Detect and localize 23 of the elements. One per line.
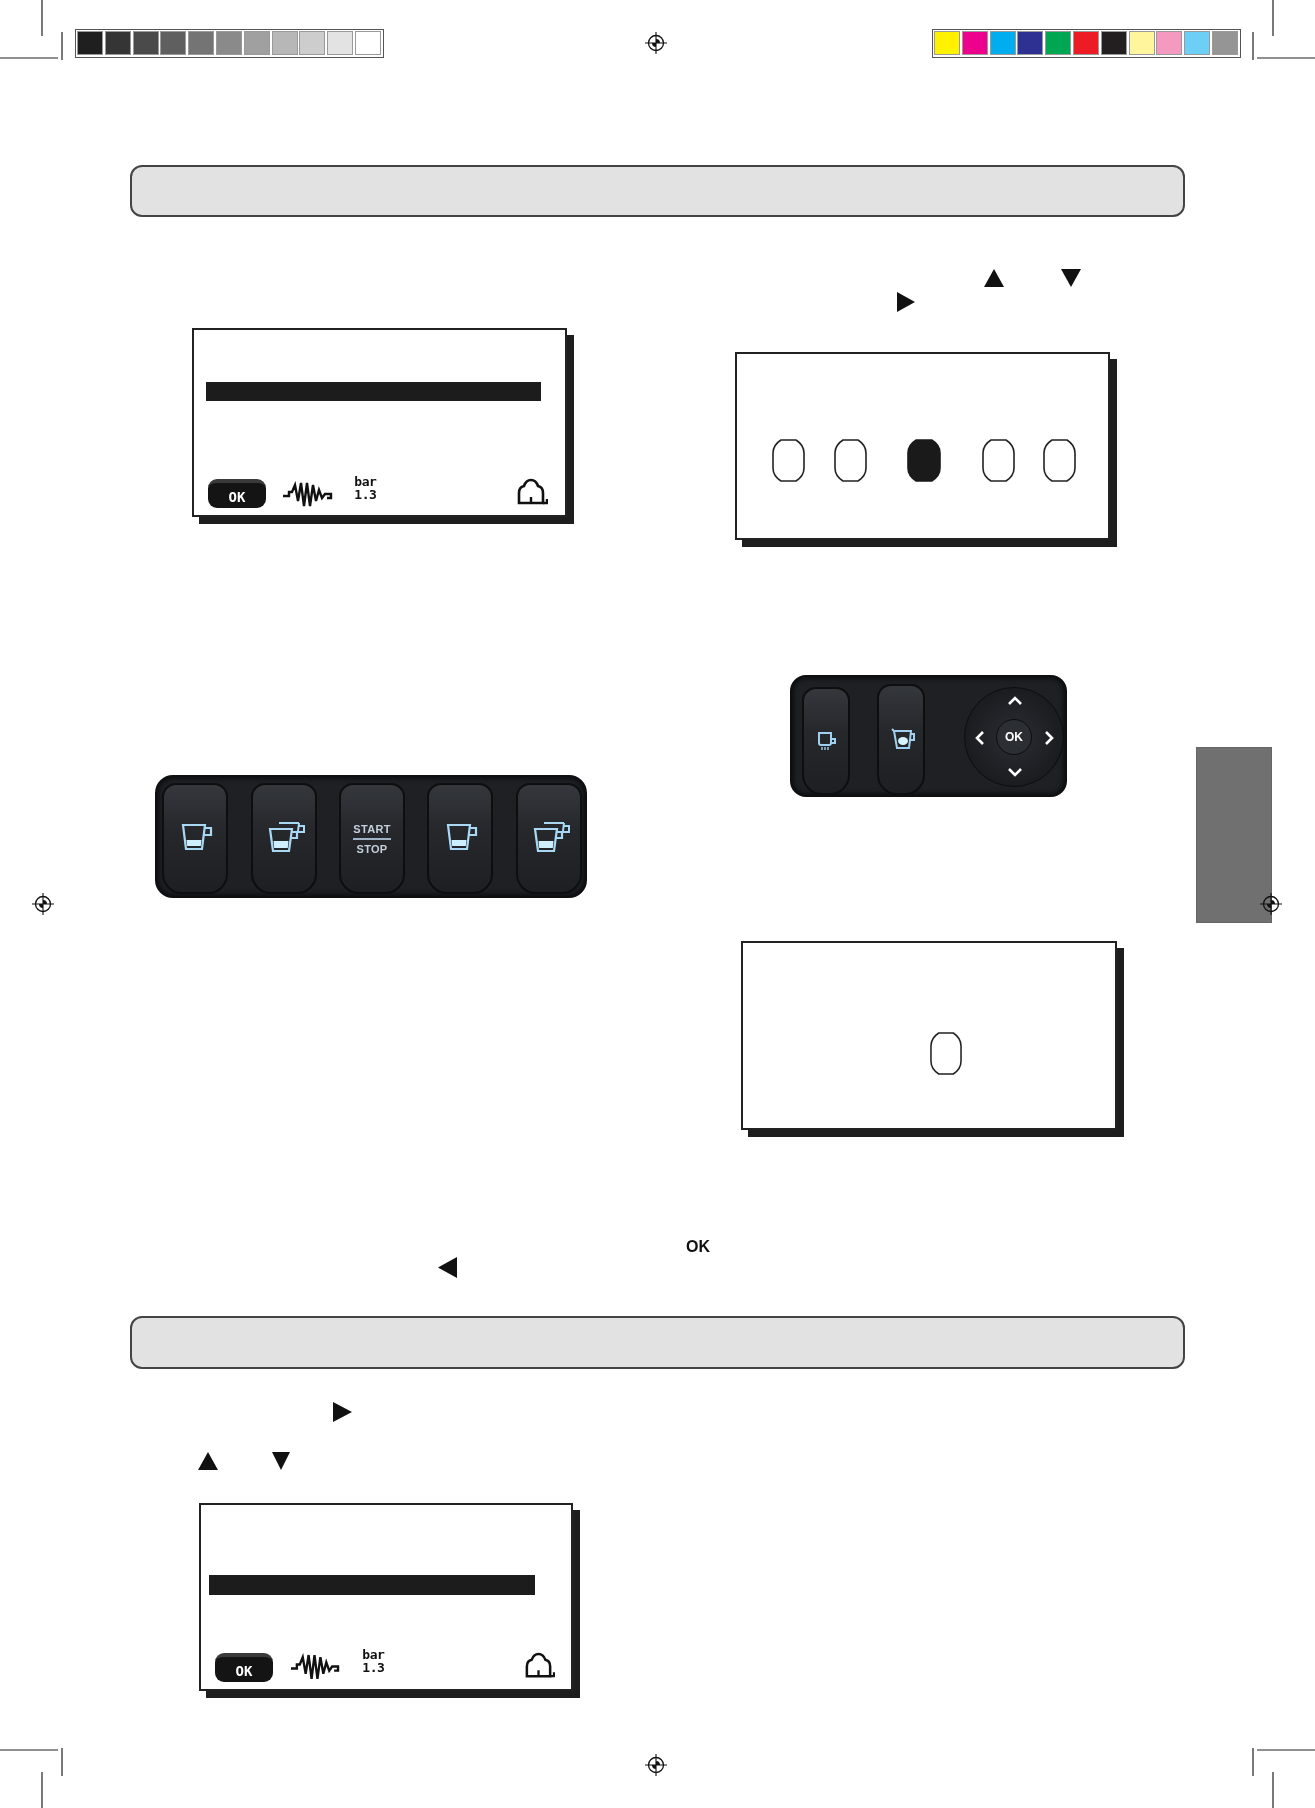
lcd-screen: [192, 328, 574, 524]
cup-button: [162, 783, 228, 894]
lcd-screen: [199, 1503, 580, 1698]
button-panel: [155, 775, 587, 898]
selection-bar: [206, 382, 541, 401]
keypad-button: [802, 687, 850, 795]
display-text: bar 1.3: [353, 475, 378, 501]
key-label: OK: [686, 1238, 710, 1256]
keypad-button: [877, 684, 925, 795]
status-badge: OK: [208, 479, 266, 508]
status-badge: OK: [215, 1653, 273, 1682]
cup-button: [427, 783, 493, 894]
lcd-screen: [741, 941, 1124, 1137]
keypad-panel: [790, 675, 1067, 797]
cup-button: [516, 783, 582, 894]
selection-bar: [209, 1575, 535, 1595]
heading-bar: [130, 1316, 1185, 1369]
cup-button: [251, 783, 317, 894]
display-text: bar 1.3: [361, 1648, 386, 1674]
heading-bar: [130, 165, 1185, 217]
lcd-screen: [735, 352, 1117, 547]
chapter-tab: [1196, 747, 1272, 923]
start-stop-button: START STOP: [339, 783, 405, 894]
